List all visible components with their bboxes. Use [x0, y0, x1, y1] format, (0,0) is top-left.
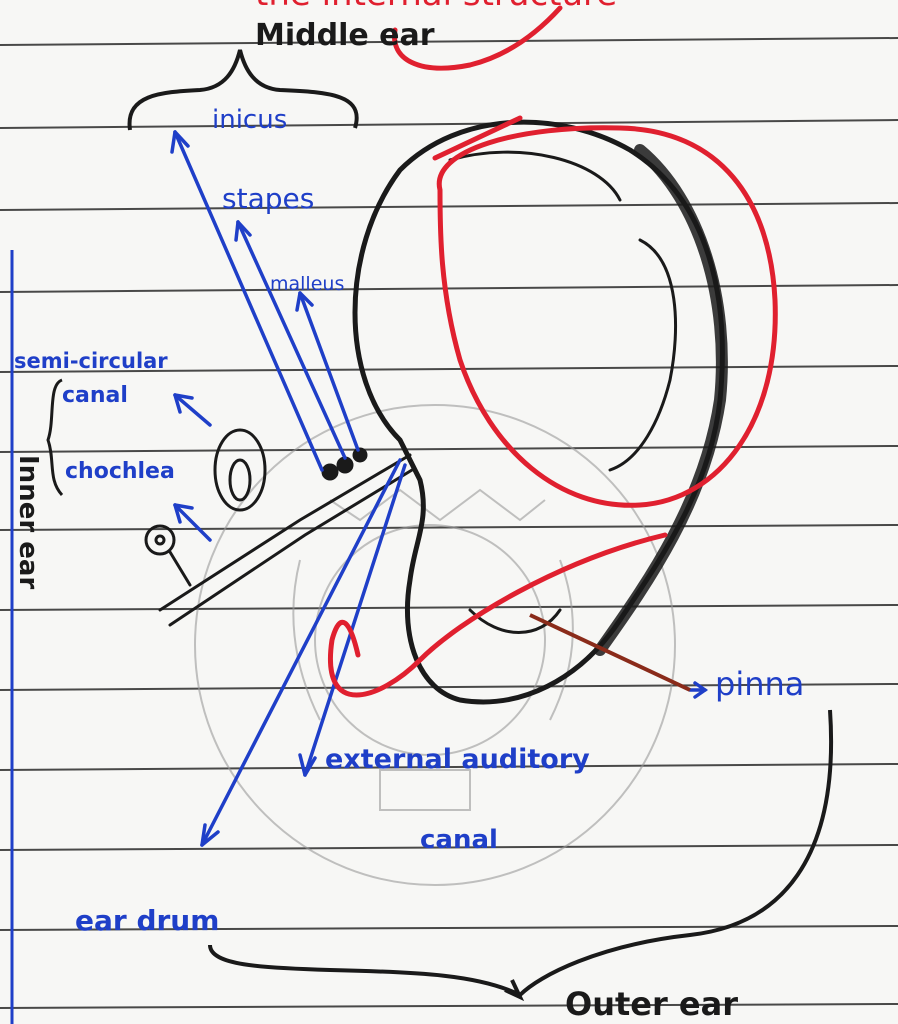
red-annotations	[330, 8, 775, 695]
pinna-outline	[355, 122, 722, 702]
ear-drum-label: ear drum	[75, 904, 219, 937]
ruled-lines	[0, 38, 898, 1008]
semicircular-label-line1: semi-circular	[14, 349, 168, 373]
external-auditory-label-line1: external auditory	[325, 744, 590, 775]
malleus-label: malleus	[270, 273, 344, 295]
outer-ear-label: Outer ear	[565, 985, 738, 1023]
middle-ear-label: Middle ear	[255, 18, 435, 53]
pinna-label: pinna	[715, 665, 804, 703]
external-auditory-label-line2: canal	[420, 825, 498, 855]
stapes-label: stapes	[222, 182, 314, 215]
inner-ear-label: Inner ear	[13, 455, 43, 589]
cochlea-label: chochlea	[65, 459, 175, 484]
inner-ear-brace	[48, 380, 62, 495]
title-partial: the internal structure	[255, 0, 617, 14]
incus-label: inicus	[212, 105, 287, 135]
semicircular-label-line2: canal	[62, 383, 128, 408]
